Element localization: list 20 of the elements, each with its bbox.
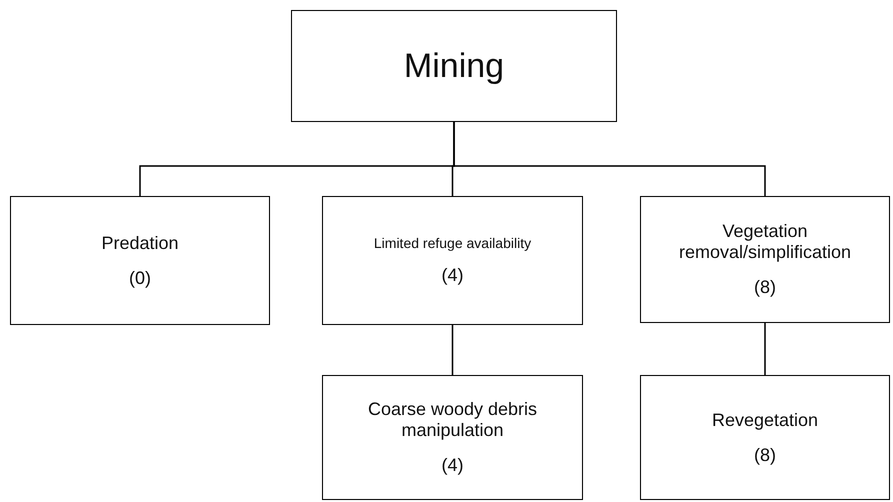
count-label: (4) bbox=[442, 265, 464, 286]
node-label: Predation bbox=[101, 232, 179, 254]
node-label: Limited refuge availability bbox=[374, 235, 532, 251]
connector-line bbox=[764, 323, 766, 375]
process-box bbox=[10, 196, 270, 325]
count-label: (8) bbox=[754, 444, 776, 466]
node-label: Revegetation bbox=[712, 410, 818, 430]
process-box bbox=[640, 196, 890, 323]
connector-line bbox=[452, 325, 454, 375]
connector-line bbox=[453, 122, 766, 196]
process-box bbox=[291, 10, 617, 122]
process-box bbox=[322, 196, 583, 325]
count-label: (4) bbox=[442, 455, 464, 476]
count-label: (8) bbox=[754, 277, 776, 298]
process-box bbox=[322, 375, 583, 500]
node-label: Mining bbox=[404, 46, 504, 86]
count-label: (0) bbox=[129, 268, 151, 288]
node-label: Vegetation removal/simplification bbox=[678, 221, 852, 263]
process-box bbox=[640, 375, 890, 500]
node-label: Coarse woody debris manipulation bbox=[366, 399, 538, 441]
